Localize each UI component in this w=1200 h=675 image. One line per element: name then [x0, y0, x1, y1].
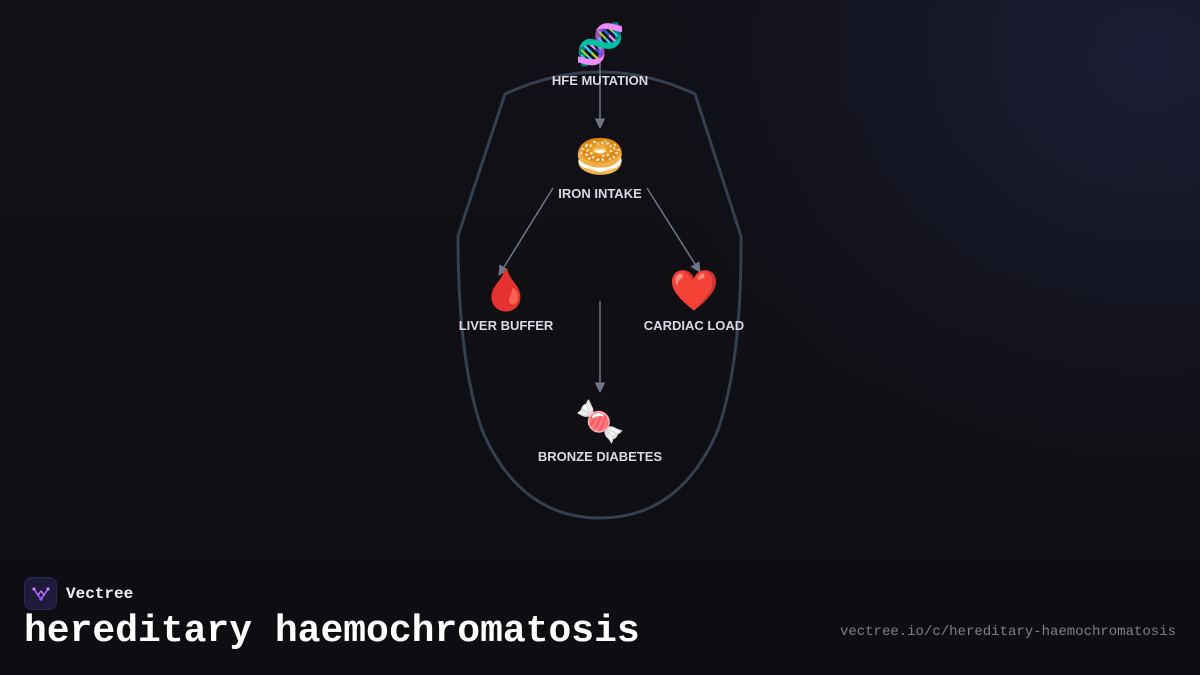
page-title: hereditary haemochromatosis — [24, 610, 640, 653]
brand-name: Vectree — [66, 584, 134, 603]
node-label-iron-intake: IRON INTAKE — [558, 186, 642, 201]
node-hfe-mutation[interactable]: 🧬 HFE MUTATION — [552, 20, 648, 88]
page-url[interactable]: vectree.io/c/hereditary-haemochromatosis — [839, 624, 1176, 640]
edge-iron-to-cardiac — [646, 187, 701, 273]
blood-drop-icon: 🩸 — [481, 267, 531, 314]
node-label-hfe-mutation: HFE MUTATION — [552, 73, 648, 88]
dna-icon: 🧬 — [575, 20, 625, 68]
node-bronze-diabetes[interactable]: 🍬 BRONZE DIABETES — [538, 398, 663, 464]
node-cardiac-load[interactable]: ❤️ CARDIAC LOAD — [644, 268, 744, 333]
edge-iron-to-liver — [498, 187, 554, 276]
diagram-outline — [456, 70, 743, 520]
node-label-liver-buffer: LIVER BUFFER — [459, 318, 554, 333]
brand[interactable]: Vectree — [24, 577, 133, 610]
node-liver-buffer[interactable]: 🩸 LIVER BUFFER — [459, 267, 554, 333]
candy-icon: 🍬 — [575, 398, 625, 445]
bagel-icon: 🥯 — [575, 134, 625, 180]
node-iron-intake[interactable]: 🥯 IRON INTAKE — [558, 134, 642, 201]
heart-icon: ❤️ — [669, 268, 719, 314]
node-label-bronze-diabetes: BRONZE DIABETES — [538, 449, 663, 464]
node-label-cardiac-load: CARDIAC LOAD — [644, 318, 744, 333]
edges — [498, 62, 701, 394]
vectree-logo-icon — [24, 577, 57, 610]
